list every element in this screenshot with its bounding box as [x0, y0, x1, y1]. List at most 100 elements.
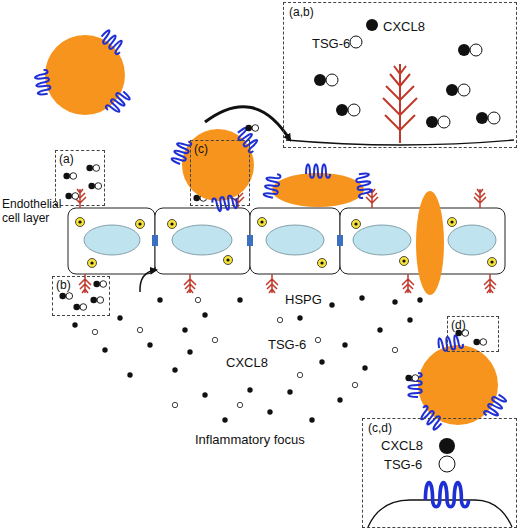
molecule-label: CXCL8 [383, 20, 425, 35]
cxcl8-dot [297, 315, 302, 320]
vesicle [88, 259, 97, 268]
layer-label: Endothelial cell layer [2, 198, 66, 226]
tsg6-dot [352, 382, 357, 387]
cxcl8-dot [362, 365, 367, 370]
cxcl8-dot [342, 342, 347, 347]
cxcl8-dot [329, 302, 334, 307]
cxcl8-dot [182, 327, 187, 332]
tsg6-dot [212, 337, 217, 342]
cxcl8-dot [147, 342, 152, 347]
cxcl8-dot [392, 299, 397, 304]
cell-junction [152, 235, 158, 246]
receptor [212, 195, 238, 212]
cxcl8-dot [72, 322, 77, 327]
cxcl8-dot [187, 349, 192, 354]
callout-box: (c) [190, 140, 250, 206]
cxcl8-dot [359, 295, 364, 300]
molecule-label: TSG-6 [268, 338, 306, 353]
tsg6-key-dot [350, 36, 362, 48]
hspg [402, 274, 414, 293]
cxcl8-dot [202, 312, 207, 317]
receptor [171, 138, 192, 165]
panel-letter: (b) [56, 279, 71, 293]
tsg6-dot [195, 297, 200, 302]
complex-pair [314, 74, 338, 86]
movement-arrow [205, 107, 290, 140]
receptor [355, 172, 372, 198]
cxcl8-dot [172, 367, 177, 372]
cxcl8-dot [202, 392, 207, 397]
hspg [184, 274, 196, 293]
receptor [306, 164, 330, 178]
cxcl8-dot [267, 409, 272, 414]
cxcl8-dot [377, 327, 382, 332]
vesicle [400, 257, 409, 266]
cxcl8-dot [287, 389, 292, 394]
complex-pair [90, 297, 103, 304]
panel-letter: (d) [451, 319, 466, 333]
molecule-label: TSG-6 [384, 458, 422, 473]
tsg6-dot [172, 402, 177, 407]
tsg6-dot [277, 317, 282, 322]
complex-pair [473, 339, 486, 346]
cxcl8-dot [247, 387, 252, 392]
cxcl8-dot [127, 372, 132, 377]
panel-letter: (c,d) [368, 422, 392, 436]
complex-pair [405, 375, 418, 382]
complex-pair [446, 84, 470, 96]
complex-pair [93, 281, 106, 288]
cxcl8-dot [417, 297, 422, 302]
cell-junction [337, 235, 343, 246]
cxcl8-dot [407, 317, 412, 322]
inset-box: (a,b)CXCL8TSG-6 [283, 2, 517, 148]
vesicle [136, 220, 145, 229]
tsg6-dot [392, 347, 397, 352]
receptor-large [425, 482, 468, 506]
receptor [437, 334, 463, 351]
callout-box: (a) [55, 150, 105, 206]
inset-box: (c,d)CXCL8TSG-6 [362, 418, 517, 528]
complex-pair [458, 44, 482, 56]
complex-pair [88, 183, 101, 190]
leukocyte [416, 191, 444, 295]
hspg [266, 274, 278, 293]
transcytosis-arrow [140, 270, 156, 292]
vesicle [448, 218, 457, 227]
panel-letter: (c) [194, 143, 208, 157]
molecule-label: CXCL8 [226, 356, 268, 371]
nucleus [353, 225, 411, 255]
receptor [34, 69, 51, 95]
cxcl8-key-dot [439, 438, 455, 454]
tsg6-key-dot [439, 456, 455, 472]
cxcl8-dot [337, 397, 342, 402]
panel-letter: (a) [59, 153, 74, 167]
tsg6-dot [315, 337, 320, 342]
cxcl8-dot [117, 315, 122, 320]
nucleus [84, 225, 140, 255]
cxcl8-dot [237, 297, 242, 302]
vesicle [258, 218, 267, 227]
region-label: Inflammatory focus [195, 433, 305, 448]
vesicle [352, 220, 361, 229]
cell-junction [247, 235, 253, 246]
vesicle [224, 256, 233, 265]
nucleus [448, 225, 496, 255]
hspg [474, 189, 486, 208]
hspg [484, 274, 496, 293]
endothelial-cell [68, 208, 155, 274]
receptor [99, 29, 126, 55]
panel-letter: (a,b) [289, 6, 314, 20]
complex-pair [59, 293, 72, 300]
tsg6-dot [297, 372, 302, 377]
complex-pair [73, 304, 86, 311]
hspg-label: HSPG [285, 293, 322, 308]
receptor [483, 393, 507, 421]
complex-pair [245, 125, 258, 132]
cxcl8-dot [157, 297, 162, 302]
vesicle [488, 258, 497, 267]
vesicle [76, 218, 85, 227]
complex-pair [86, 165, 99, 172]
